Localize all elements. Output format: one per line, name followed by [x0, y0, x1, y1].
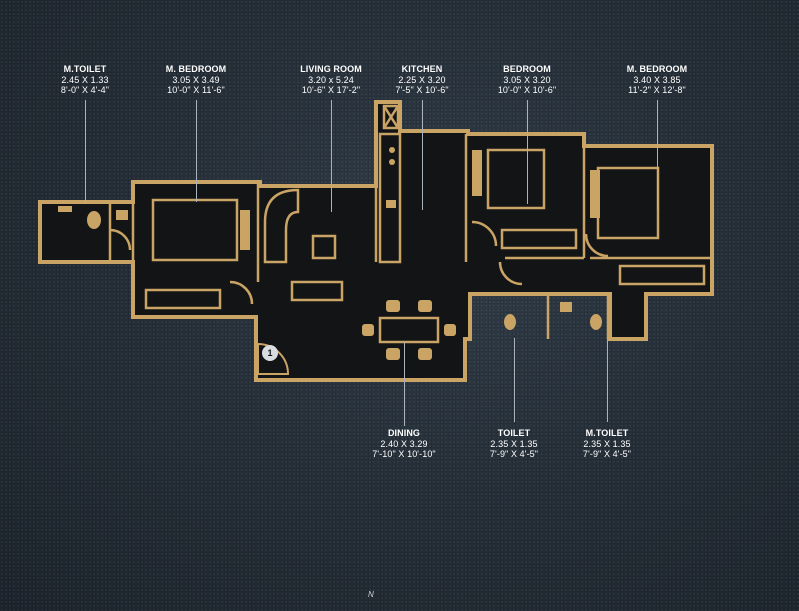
dining-table [378, 316, 440, 344]
kitchen-window-box [382, 104, 400, 130]
coffee-table [311, 234, 337, 260]
entrance-marker [262, 345, 278, 361]
wardrobe-3 [618, 264, 706, 286]
entrance-marker-label: 1 [267, 348, 273, 358]
room-label-dining: DINING 2.40 X 3.29 7'-10" X 10'-10" [372, 428, 436, 459]
l-sofa [263, 188, 300, 264]
room-label-m-bedroom-1: M. BEDROOM 3.05 X 3.49 10'-0" X 11'-6" [165, 64, 227, 95]
wardrobe-2 [500, 228, 578, 250]
door-swing [109, 228, 132, 251]
leader-m-toilet-1 [85, 100, 86, 204]
leader-living-room [331, 100, 332, 212]
leader-m-toilet-2 [607, 338, 608, 422]
room-label-bedroom: BEDROOM 3.05 X 3.20 10'-0" X 10'-6" [497, 64, 557, 95]
kitchen-counter [378, 132, 402, 264]
bed-2 [486, 148, 546, 210]
room-label-m-toilet-2: M.TOILET 2.35 X 1.35 7'-9" X 4'-5" [582, 428, 632, 459]
north-indicator: N [368, 590, 374, 599]
bed-1 [151, 198, 239, 262]
leader-bedroom [527, 100, 528, 204]
leader-m-bedroom-2 [657, 100, 658, 210]
room-label-living-room: LIVING ROOM 3.20 x 5.24 10'-6" X 17'-2" [300, 64, 362, 95]
leader-toilet [514, 338, 515, 422]
leader-kitchen [422, 100, 423, 210]
room-label-kitchen: KITCHEN 2.25 X 3.20 7'-5" X 10'-6" [395, 64, 449, 95]
room-label-m-toilet-1: M.TOILET 2.45 X 1.33 8'-0" X 4'-4" [60, 64, 110, 95]
armchairs [290, 280, 344, 302]
leader-dining [404, 342, 405, 426]
leader-m-bedroom-1 [196, 100, 197, 202]
room-label-toilet: TOILET 2.35 X 1.35 7'-9" X 4'-5" [489, 428, 539, 459]
room-label-m-bedroom-2: M. BEDROOM 3.40 X 3.85 11'-2" X 12'-8" [626, 64, 688, 95]
wardrobe-1 [144, 288, 222, 310]
